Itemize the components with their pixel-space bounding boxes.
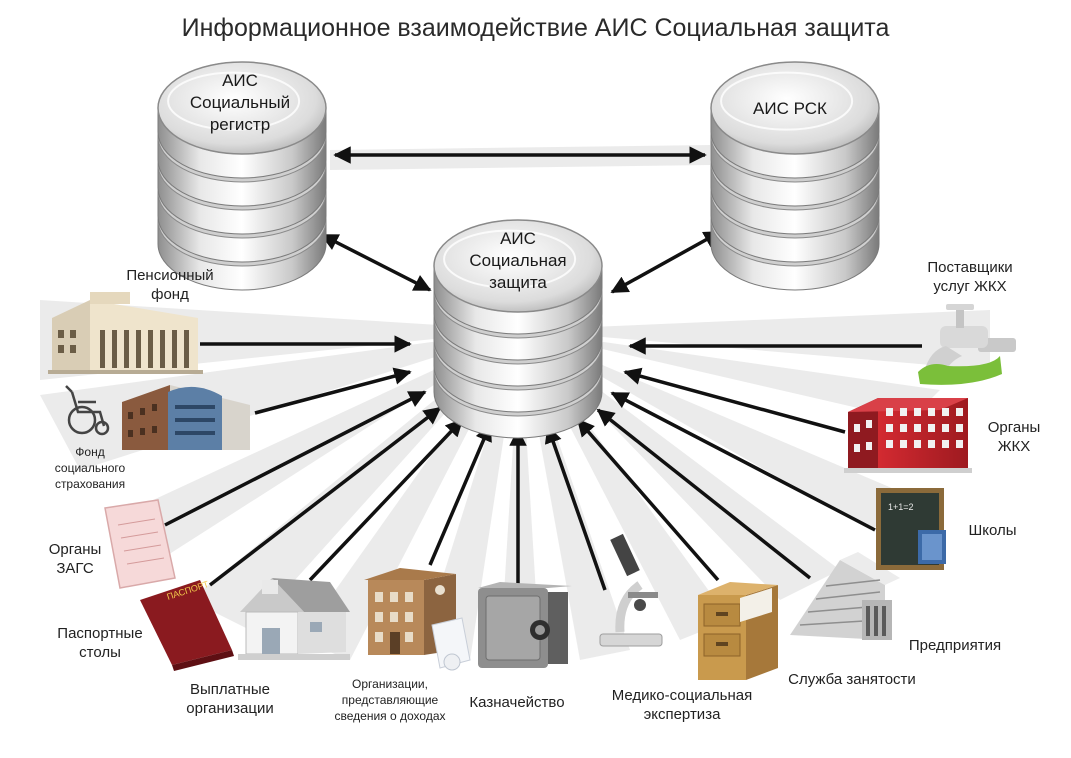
arrow-enterprises: [596, 408, 812, 580]
disk-top: [433, 219, 603, 313]
social-insurance-building-icon: [122, 385, 250, 450]
passport-icon: ПАСПОРТ: [140, 579, 234, 671]
blackboard-icon: 1+1=2: [876, 488, 946, 570]
arrow-zags: [164, 390, 427, 527]
housing-building-icon: [844, 398, 972, 473]
database-rsk-label: АИС РСК: [753, 99, 827, 118]
certificate-document-icon: [104, 499, 176, 589]
arrow-income-orgs: [428, 423, 492, 566]
label-employment: Служба занятости: [788, 671, 916, 688]
arrow-mse: [544, 425, 607, 591]
database-rsk-icon: [710, 61, 880, 291]
disk-highlight: [443, 229, 577, 289]
database-center-icon: [433, 219, 603, 439]
label-treasury: Казначейство: [469, 694, 565, 711]
arrow-rsk-center: [610, 230, 722, 294]
pension-fund-building-icon: [48, 292, 203, 374]
label-schools: Школы: [968, 522, 1017, 539]
arrow-passport: [208, 406, 442, 587]
microscope-icon: [599, 533, 663, 647]
arrow-housing-bodies: [623, 367, 846, 434]
arrow-schools: [610, 391, 876, 532]
file-cabinet-icon: [698, 582, 778, 680]
safe-icon: [478, 582, 572, 668]
house-icon: [238, 578, 350, 660]
water-faucet-icon: [918, 304, 1016, 385]
database-register-icon: [157, 61, 327, 291]
arrow-register-center: [320, 233, 432, 292]
arrow-social-insurance: [254, 367, 412, 415]
arrow-payment-orgs: [308, 418, 464, 582]
disk-highlight: [167, 71, 301, 131]
arrow-employment: [576, 418, 720, 582]
connection-arrows: [164, 146, 922, 591]
disk-highlight: [720, 71, 854, 131]
office-building-icon: [364, 568, 471, 671]
label-enterprises: Предприятия: [908, 637, 1002, 654]
disk-top: [710, 61, 880, 155]
factory-icon: [790, 552, 900, 640]
disk-top: [157, 61, 327, 155]
svg-text:1+1=2: 1+1=2: [888, 502, 914, 512]
wheelchair-icon: [65, 385, 110, 436]
page-title: Информационное взаимодействие АИС Социал…: [181, 14, 890, 42]
